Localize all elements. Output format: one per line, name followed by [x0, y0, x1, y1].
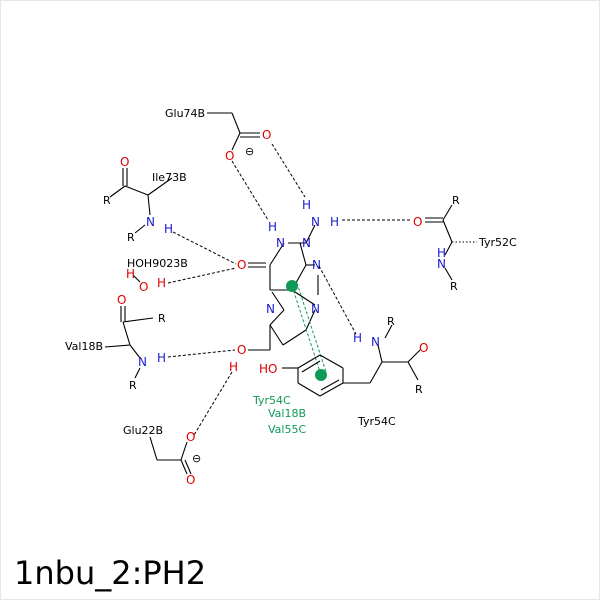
glu74-charge: ⊖ — [245, 145, 254, 158]
tyr54-o: O — [419, 341, 428, 355]
ile73-r-bottom: R — [127, 231, 135, 244]
hoh-label: HOH9023B — [127, 257, 188, 270]
glu22-o1: O — [186, 430, 195, 444]
ligand-n3: N — [302, 236, 311, 250]
ligand-o4: O — [237, 258, 246, 272]
val18-o: O — [117, 293, 126, 307]
ile73-h: H — [164, 222, 173, 236]
tyr54-right-label: Tyr54C — [357, 415, 396, 428]
ligand-h1: H — [268, 220, 277, 234]
val18-fragment — [104, 306, 154, 379]
ligand-h-amine-b: H — [330, 215, 339, 229]
ligand-h-amine-a: H — [302, 198, 311, 212]
glu74-label: Glu74B — [165, 107, 205, 120]
pi-stack-line-a — [291, 285, 322, 376]
stack-residue-3: Val55C — [268, 423, 306, 436]
tyr54-n: N — [371, 335, 380, 349]
ligand-n5: N — [266, 302, 275, 316]
ligand-n1: N — [276, 236, 285, 250]
glu74-o1: O — [262, 128, 271, 142]
tyr52-fragment — [425, 204, 477, 281]
val18-r-top: R — [158, 312, 166, 325]
tyr52-r-top: R — [452, 194, 460, 207]
tyr52-h: H — [437, 246, 446, 260]
tyr54-hydroxyl: HO — [259, 362, 277, 376]
glu22-fragment — [149, 436, 192, 475]
glu22-label: Glu22B — [123, 424, 163, 437]
tyr52-o: O — [413, 215, 422, 229]
hoh-o: O — [139, 280, 148, 294]
tyr52-n: N — [437, 257, 446, 271]
tyr54-r-top: R — [387, 315, 395, 328]
stack-residue-2: Val18B — [268, 407, 306, 420]
hoh-h2: H — [157, 276, 166, 290]
val18-label: Val18B — [65, 340, 103, 353]
ile73-o: O — [120, 155, 129, 169]
ligand-n-amine: N — [311, 215, 320, 229]
val18-n: N — [138, 355, 147, 369]
val18-h: H — [157, 351, 166, 365]
val18-r-bottom: R — [129, 379, 137, 392]
ligand-n10: N — [311, 302, 320, 316]
hoh-bond — [132, 274, 141, 283]
hoh-h1: H — [126, 267, 135, 281]
ile73-n: N — [146, 215, 155, 229]
tyr52-r-bottom: R — [450, 280, 458, 293]
hydrogen-bonds — [167, 143, 411, 436]
stack-residue-1: Tyr54C — [252, 394, 291, 407]
ligand-h-hydroxyl: H — [229, 360, 238, 374]
tyr52-label: Tyr52C — [478, 236, 517, 249]
pi-center-tyr54 — [315, 369, 327, 381]
glu74-fragment — [207, 112, 260, 151]
glu22-charge: ⊖ — [192, 452, 201, 465]
ile73-label: Ile73B — [152, 171, 187, 184]
tyr54-ring — [282, 324, 421, 397]
pi-stack-line-b — [296, 282, 327, 373]
tyr54-h: H — [353, 331, 362, 345]
tyr54-r-bottom: R — [415, 383, 423, 396]
ile73-fragment — [109, 168, 173, 234]
glu74-o2: O — [225, 149, 234, 163]
ile73-r-left: R — [103, 194, 111, 207]
pi-center-ligand — [286, 280, 298, 292]
diagram-title: 1nbu_2:PH2 — [14, 554, 206, 592]
ligand-n8: N — [312, 258, 321, 272]
glu22-o2: O — [186, 473, 195, 487]
ligand-o-hydroxyl: O — [237, 343, 246, 357]
